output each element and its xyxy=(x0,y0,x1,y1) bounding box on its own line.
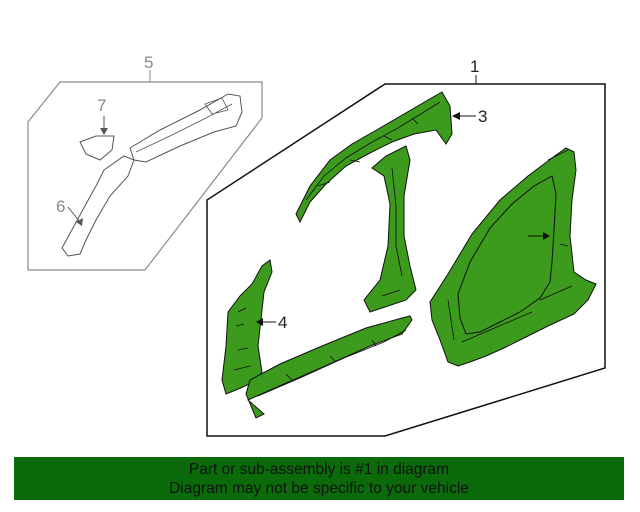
main-group: 1 3 4 xyxy=(206,57,606,437)
arrow-body-side xyxy=(543,232,550,240)
part-rocker-detail xyxy=(257,329,407,397)
part-hinge-pillar xyxy=(221,259,273,395)
banner-line-1: Part or sub-assembly is #1 in diagram xyxy=(188,461,450,478)
inset-frame xyxy=(27,81,263,271)
info-banner: Part or sub-assembly is #1 in diagram Di… xyxy=(14,457,624,500)
callout-1: 1 xyxy=(470,57,479,76)
callout-7: 7 xyxy=(97,96,106,115)
callout-4: 4 xyxy=(278,313,287,332)
main-frame xyxy=(206,83,606,437)
parts-diagram: 5 7 6 1 3 4 xyxy=(27,53,606,437)
part-center-pillar-detail xyxy=(381,167,403,297)
callout-3: 3 xyxy=(478,107,487,126)
inset-roof-rail-detail xyxy=(135,97,233,153)
part-roof-rail-detail xyxy=(305,101,441,201)
callout-6: 6 xyxy=(56,197,65,216)
banner-line-2: Diagram may not be specific to your vehi… xyxy=(169,480,469,497)
part-body-side-opening xyxy=(457,175,557,335)
callout-5: 5 xyxy=(144,53,153,72)
inset-reinforcement xyxy=(61,155,135,257)
inset-arrow-6 xyxy=(76,218,83,226)
inset-bracket xyxy=(79,135,115,161)
part-center-pillar xyxy=(363,145,417,313)
arrow-3 xyxy=(452,112,460,120)
part-rocker xyxy=(245,315,413,419)
part-hinge-pillar-detail xyxy=(233,307,251,371)
inset-leader-6 xyxy=(67,206,81,223)
part-roof-rail xyxy=(295,91,453,224)
inset-arrow-7 xyxy=(100,128,108,135)
inset-group: 5 7 6 xyxy=(27,53,263,271)
part-body-side-detail xyxy=(447,149,573,343)
arrow-4 xyxy=(256,318,263,326)
